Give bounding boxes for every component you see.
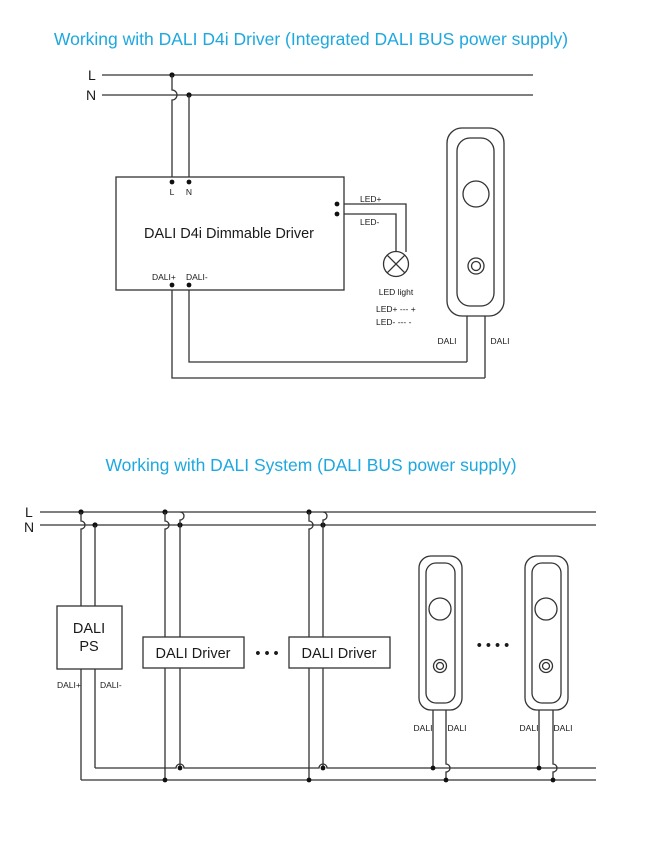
diagram2-driver2-label: DALI Driver — [302, 646, 377, 662]
sensor-lens-icon — [462, 180, 490, 208]
diagram1-driver-terminal-led-minus — [334, 211, 340, 217]
sensor-indicator-icon — [538, 658, 554, 674]
diagram1-sensor-dali-right: DALI — [491, 336, 510, 346]
diagram2-driver1-wire-L — [164, 512, 170, 637]
diagram2-sensor-ellipsis: • • • • — [477, 638, 509, 654]
diagram2-junction — [550, 777, 556, 783]
diagram2-ps-dali-minus: DALI- — [100, 680, 122, 690]
diagram2-ps-label-line2: PS — [79, 639, 98, 655]
diagram1-sensor-device — [446, 127, 505, 317]
diagram2-sensor1-wire-right — [445, 710, 451, 780]
sensor-lens-icon — [534, 597, 558, 621]
diagram2-junction — [443, 777, 449, 783]
diagram1-title: Working with DALI D4i Driver (Integrated… — [54, 29, 568, 49]
diagram2-junction — [536, 765, 542, 771]
diagram1-led-light-label: LED light — [379, 287, 414, 297]
diagram2-sensor2-dali-right: DALI — [554, 723, 573, 733]
diagram2-ps-box — [56, 605, 123, 670]
diagram2-ps-label-line1: DALI — [73, 621, 105, 637]
diagram2-sensor2-device — [524, 555, 569, 711]
diagram2-driver2-wire-N-top — [322, 511, 328, 637]
diagram2-driver2-box — [288, 636, 391, 669]
diagram2-junction — [306, 777, 312, 783]
sensor-lens-icon — [428, 597, 452, 621]
diagram1-legend-led-minus: LED- --- - — [376, 317, 412, 327]
diagram2-sensor2-wire-right — [552, 710, 558, 780]
diagram2-sensor2-dali-left: DALI — [520, 723, 539, 733]
diagram2-driver-ellipsis: • • • — [255, 646, 278, 662]
diagram1-dali-bus-plus — [171, 290, 485, 379]
diagram2-title: Working with DALI System (DALI BUS power… — [105, 455, 516, 475]
diagram2-junction — [177, 765, 183, 771]
sensor-indicator-icon — [432, 658, 448, 674]
diagram2-driver1-wire-N-top — [179, 511, 185, 637]
diagram1-driver-N-label: N — [186, 187, 192, 197]
diagram2-driver1-box — [142, 636, 245, 669]
led-light-icon — [382, 250, 410, 278]
diagram1-driver-box — [115, 176, 345, 291]
diagram2-line-N-label: N — [24, 519, 34, 535]
diagram1-dali-bus-minus — [188, 290, 467, 363]
diagram2-driver2-wire-L — [308, 512, 314, 637]
diagram1-driver-terminal-led-plus — [334, 201, 340, 207]
diagram1-driver-terminal-N — [186, 179, 192, 185]
diagram-dali-system: Working with DALI System (DALI BUS power… — [24, 455, 596, 783]
diagram2-sensor1-dali-right: DALI — [448, 723, 467, 733]
diagram1-dali-plus-label: DALI+ — [152, 272, 176, 282]
diagram2-sensor1-dali-left: DALI — [414, 723, 433, 733]
diagram1-led-minus-label: LED- — [360, 217, 380, 227]
diagram1-wire-L-drop — [171, 75, 178, 178]
diagram1-sensor-dali-left: DALI — [438, 336, 457, 346]
sensor-indicator-icon — [467, 257, 485, 275]
diagram1-wire-led-minus — [344, 213, 397, 252]
diagram1-driver-terminal-dali-plus — [169, 282, 175, 288]
diagram1-wire-led-plus — [344, 203, 407, 252]
diagram2-driver1-label: DALI Driver — [156, 646, 231, 662]
diagram1-legend-led-plus: LED+ --- + — [376, 304, 416, 314]
diagram2-line-L-label: L — [25, 504, 33, 520]
diagram2-dali-bus-minus — [95, 763, 596, 769]
diagram2-junction — [430, 765, 436, 771]
diagram2-sensor1-device — [418, 555, 463, 711]
diagram-d4i: Working with DALI D4i Driver (Integrated… — [54, 29, 568, 379]
diagram2-ps-dali-plus: DALI+ — [57, 680, 81, 690]
diagram2-junction — [320, 765, 326, 771]
diagram2-junction — [162, 777, 168, 783]
diagram1-dali-minus-label: DALI- — [186, 272, 208, 282]
diagram1-driver-L-label: L — [170, 187, 175, 197]
diagram1-line-L-label: L — [88, 67, 96, 83]
diagram1-led-plus-label: LED+ — [360, 194, 382, 204]
diagram1-driver-label: DALI D4i Dimmable Driver — [144, 226, 314, 242]
diagram1-line-N-label: N — [86, 87, 96, 103]
diagram1-driver-terminal-dali-minus — [186, 282, 192, 288]
diagram2-ps-wire-L — [80, 512, 86, 606]
diagram1-driver-terminal-L — [169, 179, 175, 185]
